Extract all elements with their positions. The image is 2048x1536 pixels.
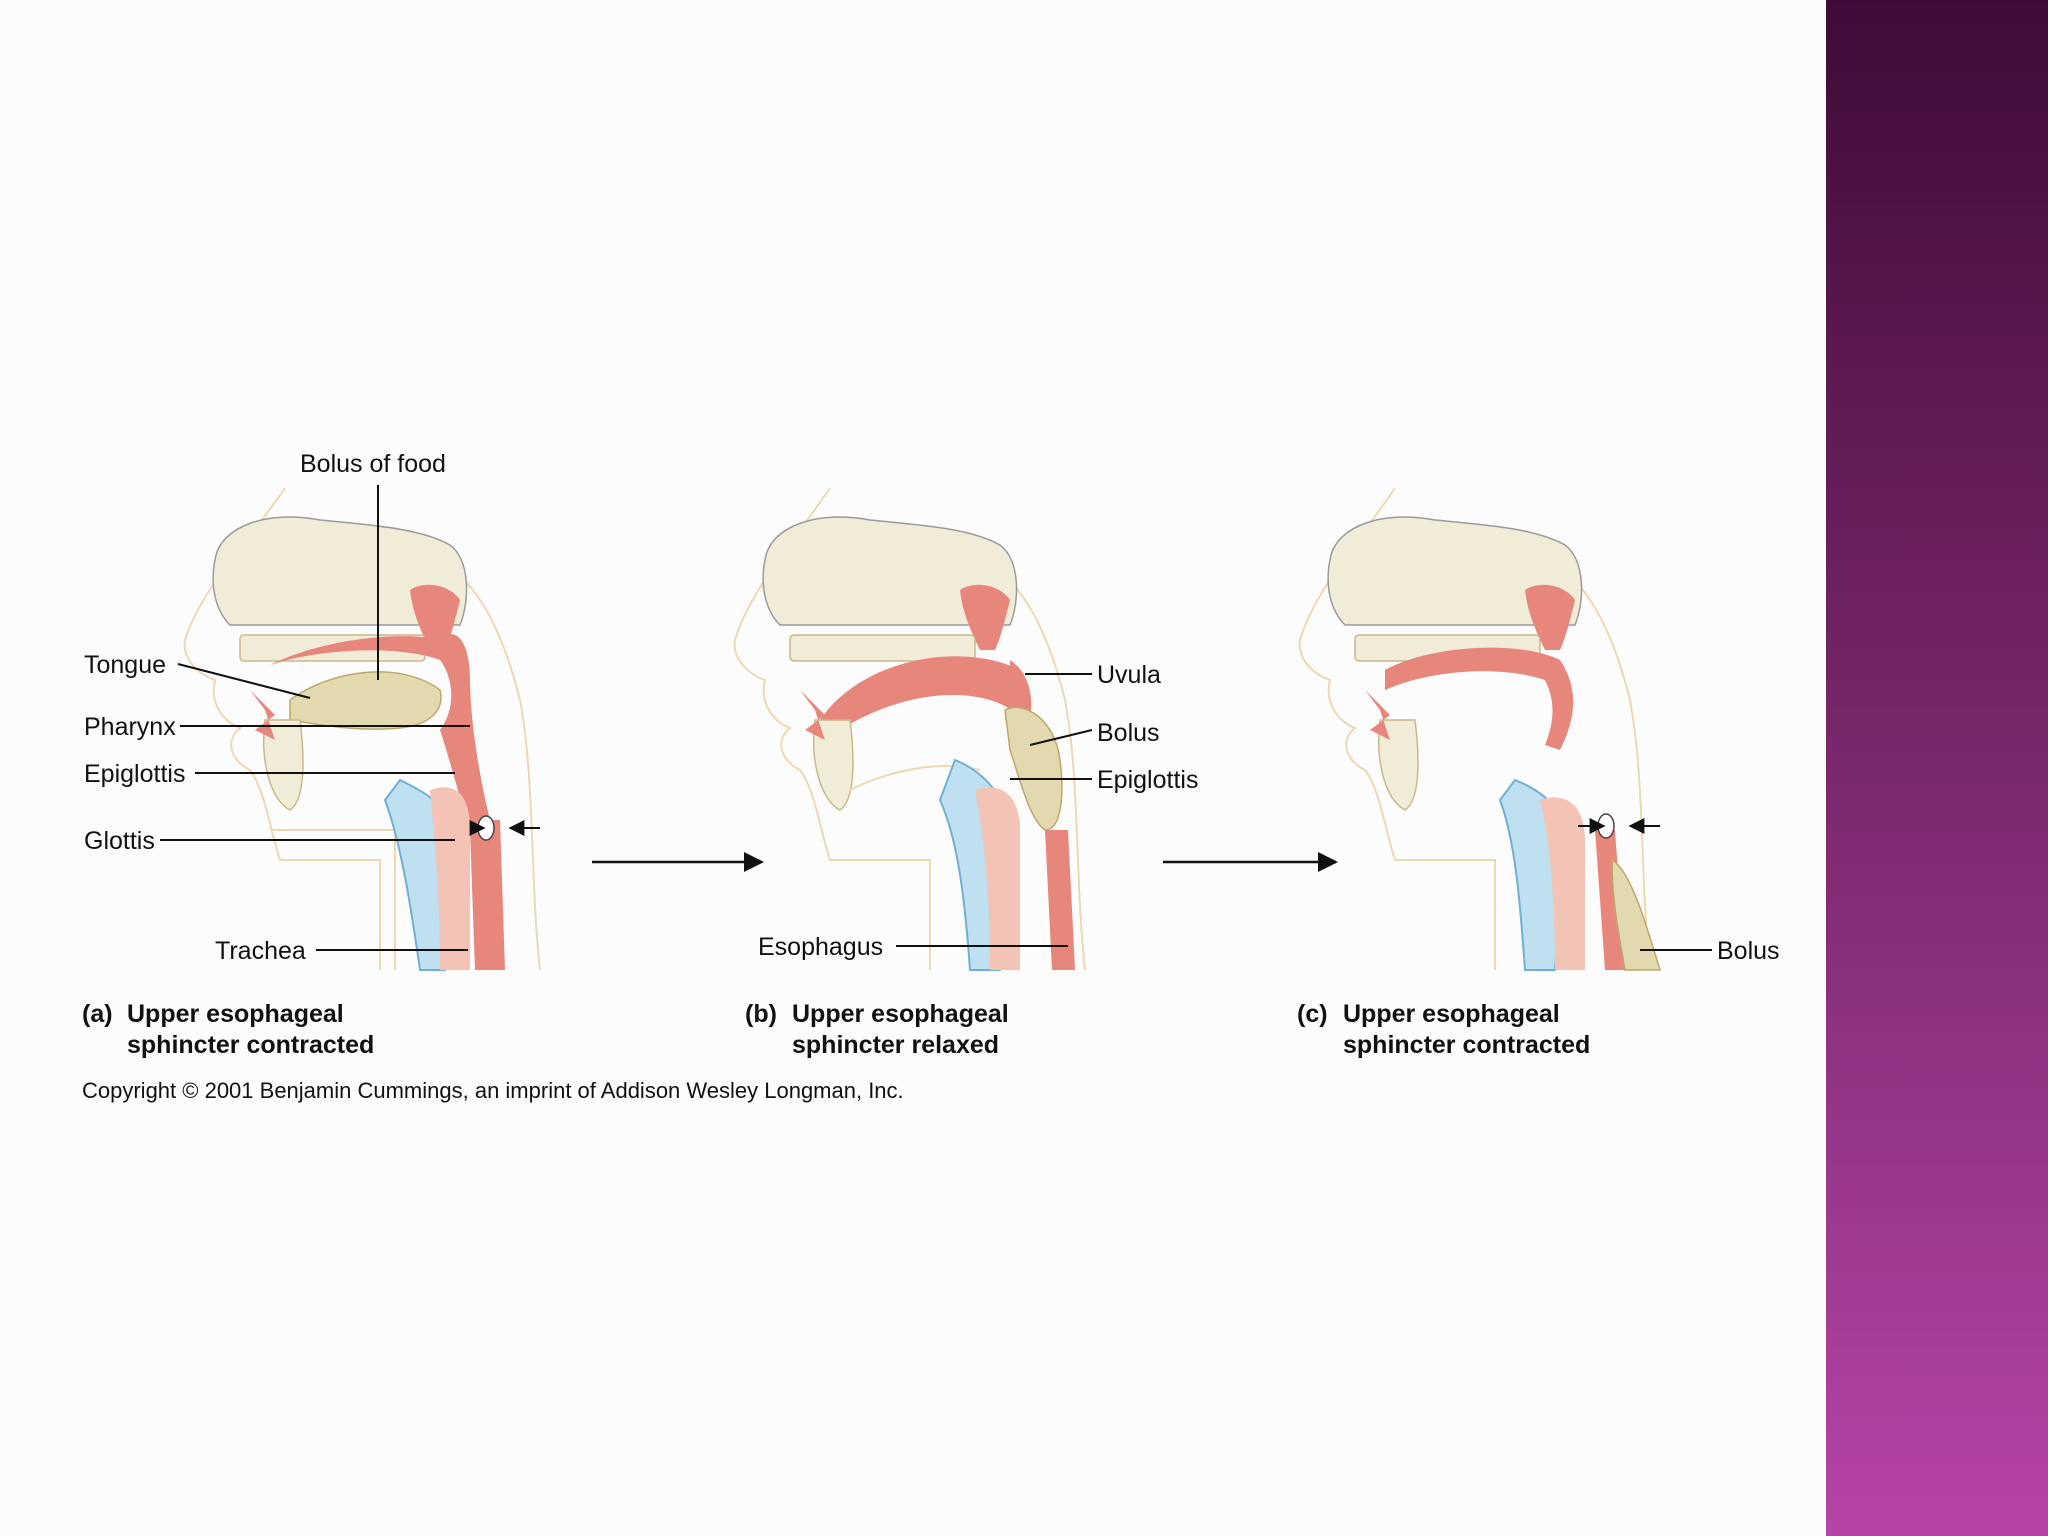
label-epiglottis-a: Epiglottis [84,760,185,788]
label-uvula: Uvula [1097,661,1161,689]
head-cross-section-b [735,488,1085,970]
label-trachea: Trachea [215,937,306,965]
label-bolus-b: Bolus [1097,719,1160,747]
copyright-notice: Copyright © 2001 Benjamin Cummings, an i… [82,1078,904,1103]
label-glottis: Glottis [84,827,155,855]
panel-b-caption-line1: Upper esophageal [792,1000,1009,1028]
panel-b-illustration: Uvula Bolus Epiglottis Esophagus (b) Upp… [735,488,1199,1059]
head-cross-section-a [185,488,540,970]
label-bolus-of-food: Bolus of food [300,450,446,478]
panel-b-caption-line2: sphincter relaxed [792,1031,999,1059]
panel-c-letter: (c) [1297,1000,1328,1028]
panel-a-illustration: Bolus of food Tongue Pharynx Epiglottis … [82,450,540,1059]
panel-b-letter: (b) [745,1000,777,1028]
panel-a-caption-line2: sphincter contracted [127,1031,374,1059]
panel-a-letter: (a) [82,1000,113,1028]
label-epiglottis-b: Epiglottis [1097,766,1198,794]
panel-c-caption-line2: sphincter contracted [1343,1031,1590,1059]
label-esophagus: Esophagus [758,933,883,961]
panel-c-caption-line1: Upper esophageal [1343,1000,1560,1028]
panel-a-caption-line1: Upper esophageal [127,1000,344,1028]
label-bolus-c: Bolus [1717,937,1780,965]
label-pharynx: Pharynx [84,713,176,741]
panel-c-illustration: Bolus (c) Upper esophageal sphincter con… [1297,488,1780,1059]
label-tongue: Tongue [84,651,166,679]
head-cross-section-c [1300,488,1660,970]
